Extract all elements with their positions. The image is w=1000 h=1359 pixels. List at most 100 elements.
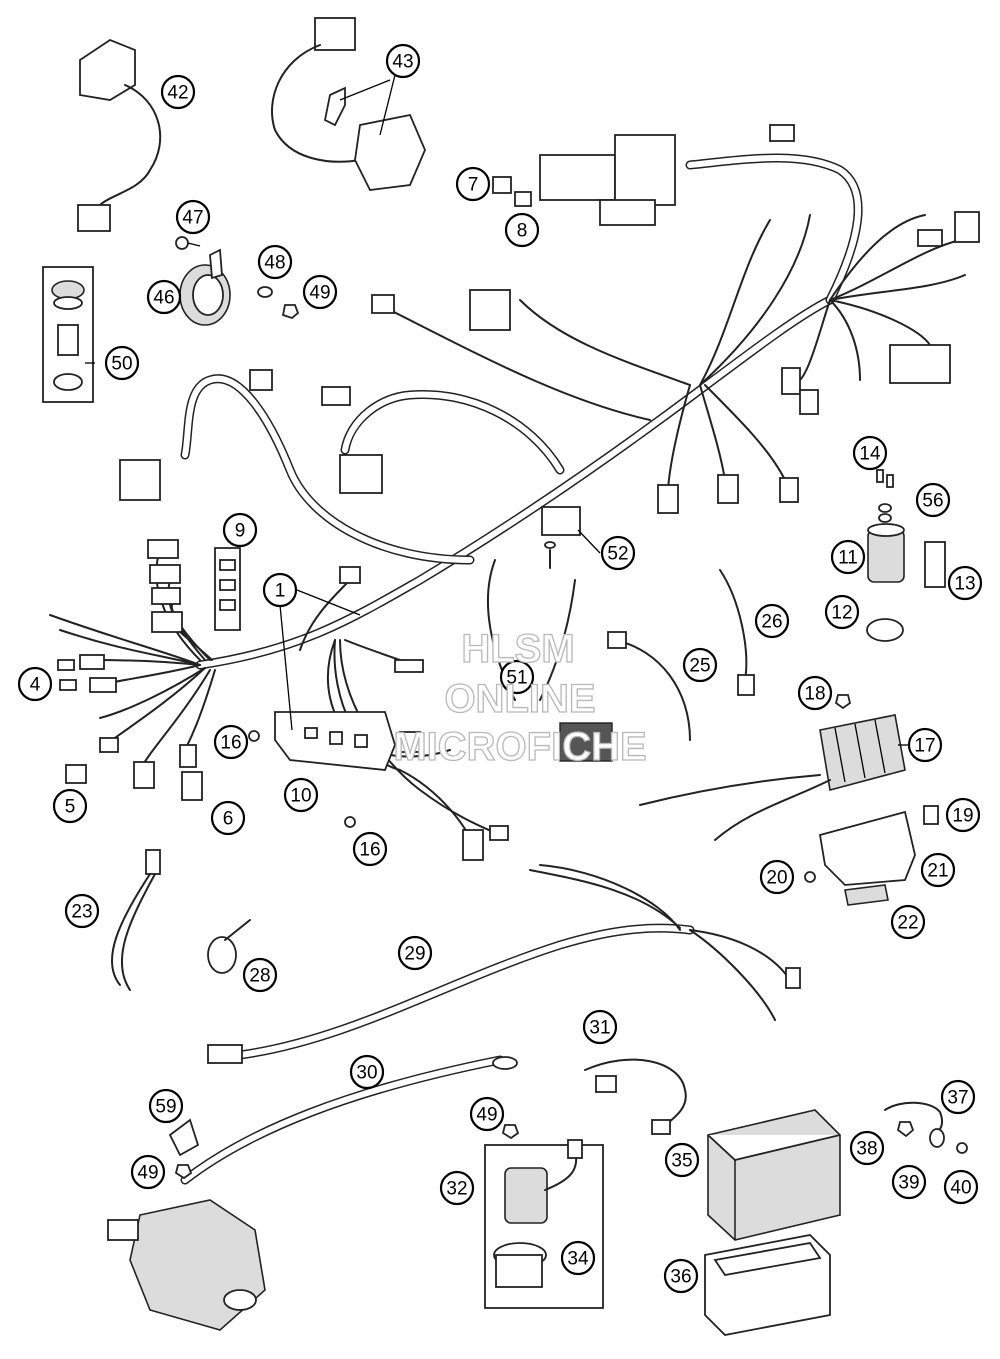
cable-tie bbox=[207, 919, 251, 974]
callout-circle bbox=[469, 1096, 505, 1132]
callout-circle bbox=[849, 1130, 885, 1166]
callout-52: 52 bbox=[600, 535, 636, 571]
callout-number: 38 bbox=[856, 1139, 877, 1160]
callout-9: 9 bbox=[222, 512, 258, 548]
callout-number: 36 bbox=[670, 1267, 691, 1288]
callout-48: 48 bbox=[257, 244, 293, 280]
nut bbox=[281, 304, 300, 320]
callout-circle bbox=[262, 572, 298, 608]
callout-number: 9 bbox=[235, 521, 246, 542]
callout-circle bbox=[439, 1170, 475, 1206]
callout-8: 8 bbox=[504, 212, 540, 248]
callout-circle bbox=[160, 74, 196, 110]
callout-circle bbox=[349, 1054, 385, 1090]
relay-small bbox=[514, 191, 532, 207]
callout-number: 18 bbox=[804, 684, 825, 705]
callout-circle bbox=[824, 594, 860, 630]
battery bbox=[707, 1109, 841, 1241]
callout-number: 23 bbox=[71, 902, 92, 923]
callout-number: 39 bbox=[898, 1173, 919, 1194]
callout-35: 35 bbox=[664, 1142, 700, 1178]
callout-25: 25 bbox=[682, 647, 718, 683]
callout-39: 39 bbox=[891, 1164, 927, 1200]
sensor-cable bbox=[614, 639, 691, 741]
callout-number: 25 bbox=[689, 656, 710, 677]
callout-56: 56 bbox=[915, 482, 951, 518]
connector-bracket bbox=[214, 547, 241, 631]
callout-13: 13 bbox=[947, 565, 983, 601]
callout-18: 18 bbox=[797, 675, 833, 711]
callout-11: 11 bbox=[830, 539, 866, 575]
callout-17: 17 bbox=[907, 727, 943, 763]
battery-case bbox=[704, 1234, 831, 1336]
callout-40: 40 bbox=[943, 1169, 979, 1205]
callout-21: 21 bbox=[920, 852, 956, 888]
callout-circle bbox=[397, 935, 433, 971]
callout-circle bbox=[148, 1088, 184, 1124]
callout-circle bbox=[104, 345, 140, 381]
callout-37: 37 bbox=[940, 1079, 976, 1115]
callout-20: 20 bbox=[759, 859, 795, 895]
callout-circle bbox=[830, 539, 866, 575]
callout-circle bbox=[146, 279, 182, 315]
callout-circle bbox=[64, 893, 100, 929]
callout-number: 28 bbox=[249, 966, 270, 987]
callout-number: 50 bbox=[111, 354, 132, 375]
callout-circle bbox=[920, 852, 956, 888]
callout-circle bbox=[499, 659, 535, 695]
callout-38: 38 bbox=[849, 1130, 885, 1166]
callout-circle bbox=[210, 800, 246, 836]
starter-cable bbox=[180, 1055, 518, 1185]
callout-number: 52 bbox=[607, 544, 628, 565]
callout-circle bbox=[947, 565, 983, 601]
callout-circle bbox=[130, 1154, 166, 1190]
callout-number: 26 bbox=[761, 612, 782, 633]
relay-small bbox=[492, 176, 512, 194]
callout-number: 12 bbox=[831, 603, 852, 624]
callout-circle bbox=[175, 199, 211, 235]
callout-circle bbox=[385, 43, 421, 79]
callout-59: 59 bbox=[148, 1088, 184, 1124]
callout-circle bbox=[852, 435, 888, 471]
sensor-connector bbox=[607, 631, 627, 649]
callout-circle bbox=[17, 666, 53, 702]
callout-number: 5 bbox=[65, 797, 76, 818]
callout-circle bbox=[759, 859, 795, 895]
callout-number: 6 bbox=[223, 809, 234, 830]
callout-circle bbox=[907, 727, 943, 763]
callout-circle bbox=[600, 535, 636, 571]
callout-circle bbox=[504, 212, 540, 248]
callout-number: 49 bbox=[309, 283, 330, 304]
callout-number: 1 bbox=[275, 581, 286, 602]
starter-relay-kit bbox=[484, 1139, 604, 1309]
connector-plate bbox=[274, 711, 396, 771]
callout-10: 10 bbox=[283, 777, 319, 813]
callout-circle bbox=[52, 788, 88, 824]
callout-number: 31 bbox=[589, 1018, 610, 1039]
callout-circle bbox=[663, 1258, 699, 1294]
callout-number: 17 bbox=[914, 736, 935, 757]
callout-circle bbox=[943, 1169, 979, 1205]
callout-circle bbox=[664, 1142, 700, 1178]
callout-number: 14 bbox=[859, 444, 881, 465]
callout-number: 47 bbox=[182, 208, 203, 229]
callout-14: 14 bbox=[852, 435, 888, 471]
callout-number: 43 bbox=[392, 52, 413, 73]
connector bbox=[65, 764, 87, 784]
watermark-line-2: ONLINE bbox=[444, 677, 595, 721]
callout-50: 50 bbox=[104, 345, 140, 381]
callout-47: 47 bbox=[175, 199, 211, 235]
callout-28: 28 bbox=[242, 957, 278, 993]
callout-4: 4 bbox=[17, 666, 53, 702]
screw bbox=[248, 730, 260, 742]
callout-number: 37 bbox=[947, 1088, 968, 1109]
callout-circle bbox=[754, 603, 790, 639]
callout-number: 35 bbox=[671, 1151, 692, 1172]
callout-circle bbox=[915, 482, 951, 518]
sensor-cable bbox=[111, 849, 161, 991]
callout-number: 51 bbox=[506, 668, 527, 689]
starter-motor bbox=[107, 1199, 266, 1331]
callout-number: 13 bbox=[954, 574, 975, 595]
watermark-line-1: HLSM bbox=[461, 627, 574, 671]
callout-number: 42 bbox=[167, 83, 188, 104]
